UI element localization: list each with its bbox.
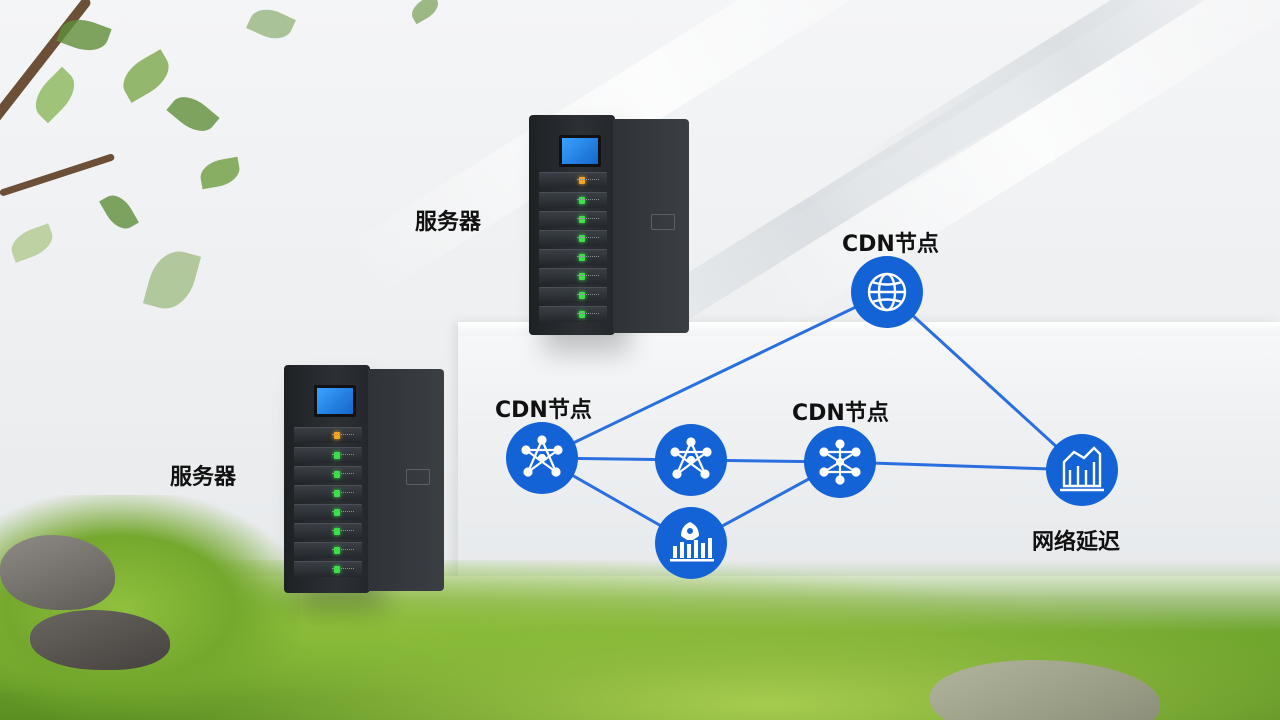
server-label-bottom: 服务器 — [170, 465, 237, 490]
tower-side-panel — [613, 119, 689, 333]
link-cdn-left-to-cdn-top — [541, 290, 888, 460]
network-hub-icon — [670, 437, 712, 479]
globe-icon — [867, 272, 907, 312]
server-tower-top — [529, 115, 689, 335]
building-chart-icon — [1060, 446, 1104, 492]
cdn-node-top[interactable] — [851, 256, 923, 328]
cdn-label-middle: CDN节点 — [792, 401, 889, 426]
network-hub-icon — [521, 435, 563, 477]
network-node-center[interactable] — [655, 424, 727, 496]
link-cdn-top-to-latency — [885, 290, 1084, 472]
network-hub-icon — [819, 439, 861, 485]
rock — [0, 535, 115, 610]
server-tower-bottom — [284, 365, 444, 593]
cdn-label-top: CDN节点 — [842, 232, 939, 257]
latency-label: 网络延迟 — [1032, 530, 1121, 555]
latency-node[interactable] — [1046, 434, 1118, 506]
server-label-top: 服务器 — [415, 210, 482, 235]
cdn-node-left[interactable] — [506, 422, 578, 494]
cdn-node-middle[interactable] — [804, 426, 876, 498]
analytics-node[interactable] — [655, 507, 727, 579]
tower-side-panel — [368, 369, 444, 591]
status-display — [559, 135, 601, 167]
status-display — [314, 385, 356, 417]
rocket-bar-chart-icon — [670, 522, 714, 562]
rock — [30, 610, 170, 670]
cdn-label-left: CDN节点 — [495, 398, 592, 423]
link-cdn-middle-to-latency — [839, 460, 1083, 472]
